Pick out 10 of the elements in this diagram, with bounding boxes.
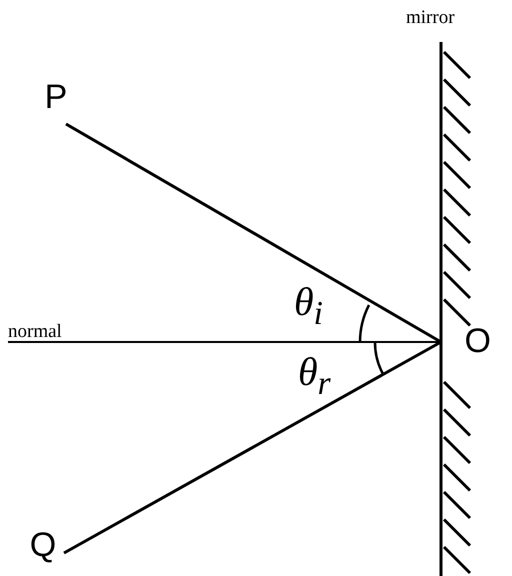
ray-line	[65, 122, 442, 344]
angle-label: θ$_{i}$	[294, 282, 323, 330]
point-label: O	[441, 318, 491, 364]
normal-label: normal	[8, 318, 78, 342]
point-label: Q	[22, 522, 64, 568]
angle-label: θ$_{r}$	[298, 352, 331, 400]
mirror-label: mirror	[406, 8, 455, 27]
point-label: P	[40, 78, 72, 124]
normal-line	[8, 341, 441, 343]
ray-line	[63, 340, 442, 554]
